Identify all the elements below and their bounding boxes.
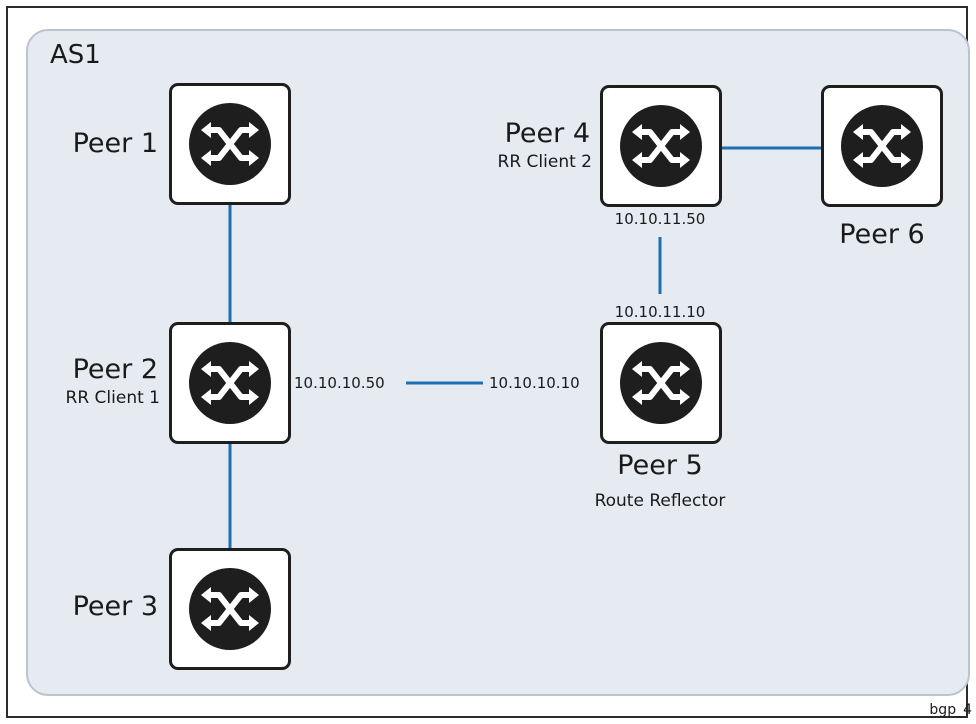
router-peer-6[interactable] (821, 85, 943, 207)
peer-5-role: Route Reflector (594, 491, 726, 511)
peer-2-interface-ip: 10.10.10.50 (294, 374, 385, 392)
peer-2-label: Peer 2 (72, 354, 158, 385)
peer-5-interface-ip-north: 10.10.11.10 (614, 303, 706, 321)
router-icon (189, 103, 271, 185)
peer-6-label: Peer 6 (839, 219, 925, 250)
as-label: AS1 (50, 40, 101, 70)
router-peer-1[interactable] (169, 83, 291, 205)
router-icon (620, 342, 702, 424)
router-icon (841, 105, 923, 187)
figure-tag: bgp_4 (929, 702, 972, 718)
peer-5-interface-ip-west: 10.10.10.10 (489, 374, 580, 392)
peer-5-label: Peer 5 (617, 450, 703, 481)
router-icon (189, 568, 271, 650)
router-peer-5[interactable] (600, 322, 722, 444)
peer-4-role: RR Client 2 (497, 152, 592, 172)
peer-2-role: RR Client 1 (65, 388, 160, 408)
router-icon (189, 342, 271, 424)
router-peer-3[interactable] (169, 548, 291, 670)
peer-1-label: Peer 1 (72, 128, 158, 159)
peer-4-interface-ip: 10.10.11.50 (614, 210, 706, 228)
peer-3-label: Peer 3 (72, 591, 158, 622)
router-peer-4[interactable] (600, 85, 722, 207)
router-peer-2[interactable] (169, 322, 291, 444)
router-icon (620, 105, 702, 187)
peer-4-label: Peer 4 (504, 118, 590, 149)
